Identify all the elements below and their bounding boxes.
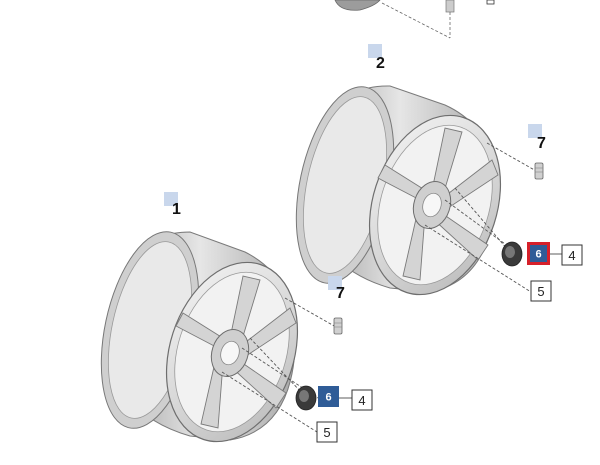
callout-5-upper[interactable]: 5 (530, 280, 552, 302)
label-bolt-lower: 7 (336, 285, 345, 302)
leader-lines (221, 142, 539, 433)
callout-5-lower-text: 5 (323, 425, 330, 440)
center-cap-lower[interactable] (295, 385, 317, 411)
callout-4-lower-text: 4 (358, 393, 365, 408)
marker-square-bolt-upper[interactable] (528, 124, 542, 138)
callout-4-lower[interactable]: 4 (339, 389, 373, 411)
marker-square-bolt-lower[interactable] (328, 276, 342, 290)
label-wheel-2: 2 (376, 55, 385, 72)
callout-5-upper-text: 5 (537, 284, 544, 299)
center-cap-upper[interactable] (501, 241, 523, 267)
marker-square-wheel-2[interactable] (368, 44, 382, 58)
label-wheel-1: 1 (172, 201, 181, 218)
wheel-2[interactable] (280, 78, 522, 312)
valve-bolt-lower[interactable] (333, 317, 343, 335)
callout-4-upper-text: 4 (568, 248, 575, 263)
label-bolt-upper: 7 (537, 135, 546, 152)
badge-6-lower-text: 6 (325, 392, 331, 404)
badge-6-upper[interactable]: 6 (527, 242, 550, 265)
marker-square-wheel-1[interactable] (164, 192, 178, 206)
top-partial-wheel (334, 0, 495, 39)
valve-bolt-upper[interactable] (534, 162, 544, 180)
badge-6-upper-text: 6 (535, 249, 541, 261)
callout-4-upper[interactable]: 4 (550, 244, 583, 266)
badge-6-lower[interactable]: 6 (318, 386, 339, 407)
wheel-1[interactable] (85, 223, 319, 459)
callout-5-lower[interactable]: 5 (316, 421, 338, 443)
